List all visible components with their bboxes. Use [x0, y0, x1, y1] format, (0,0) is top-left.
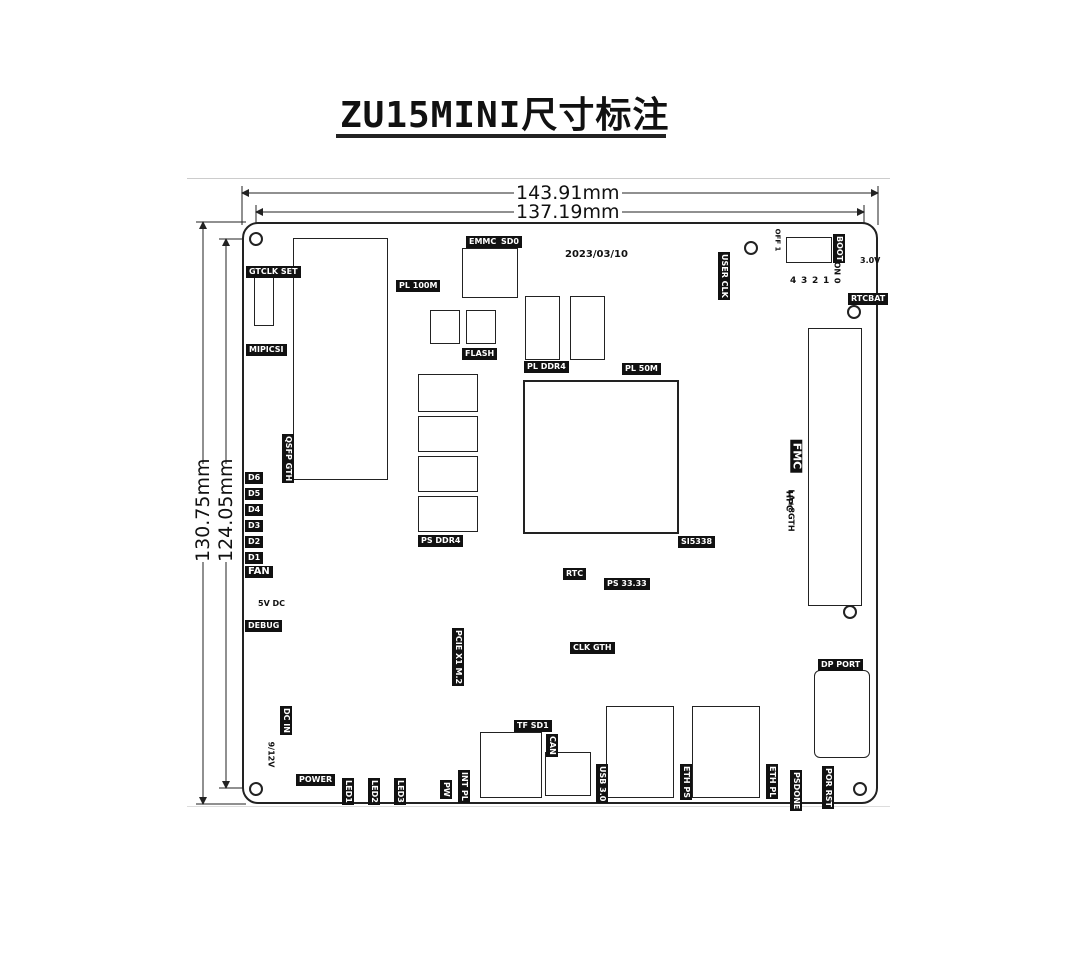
- user-clk-label: USER CLK: [718, 252, 730, 300]
- off1-label: OFF 1: [773, 228, 782, 252]
- rtc-label: RTC: [563, 568, 587, 580]
- power-label: POWER: [296, 774, 336, 786]
- sd0-label: SD0: [498, 236, 522, 248]
- emmc-label: EMMC: [466, 236, 500, 248]
- fmc-label: FMC: [790, 439, 803, 473]
- on0-label: ON 0: [832, 261, 842, 284]
- pl-ddr4-label: PL DDR4: [524, 361, 569, 373]
- ps-ddr4-chip-3: [418, 456, 478, 492]
- emmc-chip: [462, 248, 518, 298]
- usb-connector: [545, 752, 591, 796]
- si5338-label: SI5338: [678, 536, 716, 548]
- mount-hole-bottom-right: [853, 782, 867, 796]
- led-d4-label: D4: [245, 504, 264, 516]
- flash-chip-2: [466, 310, 496, 344]
- eth-ps-label: ETH PS: [680, 764, 692, 801]
- outer-height-dimension: 130.75mm: [192, 458, 214, 562]
- inner-width-dimension: 137.19mm: [514, 201, 622, 223]
- eth-ps-jack: [606, 706, 674, 798]
- ps-ddr4-chip-1: [418, 374, 478, 412]
- inner-height-dimension: 124.05mm: [215, 458, 237, 562]
- dp-port-connector: [814, 670, 870, 758]
- led-d6-label: D6: [245, 472, 264, 484]
- top-separator: [187, 178, 890, 179]
- dp-port-label: DP PORT: [818, 659, 864, 671]
- usb-label: USB 3.0: [596, 764, 608, 804]
- mount-hole-fmc: [843, 605, 857, 619]
- fmc-connector: [808, 328, 862, 606]
- la-8gth-label: LA+8GTH: [786, 489, 796, 532]
- pw-label: PW: [440, 780, 452, 799]
- gtclk-switch: [254, 276, 274, 326]
- mount-hole-left-bottom: [249, 782, 263, 796]
- sw-num-1: 1: [823, 276, 830, 286]
- sw-num-4: 4: [790, 276, 797, 286]
- qsfp-cage: [293, 238, 388, 480]
- boot-label: BOOT: [833, 234, 845, 264]
- led-d3-label: D3: [245, 520, 264, 532]
- mount-hole-top-mid: [744, 241, 758, 255]
- 5v-dc-label: 5V DC: [258, 599, 286, 608]
- led3-label: LED3: [394, 778, 406, 805]
- ps-33-label: PS 33.33: [604, 578, 650, 590]
- clk-gth-label: CLK GTH: [570, 642, 615, 654]
- rtcbat-label: RTCBAT: [848, 293, 889, 305]
- title-underline: [336, 134, 666, 138]
- led-d1-label: D1: [245, 552, 264, 564]
- eth-pl-jack: [692, 706, 760, 798]
- debug-label: DEBUG: [245, 620, 283, 632]
- sw-num-3: 3: [801, 276, 808, 286]
- led2-label: LED2: [368, 778, 380, 805]
- por-rst-label: POR RST: [822, 766, 834, 809]
- fan-label: FAN: [245, 566, 273, 578]
- flash-chip-1: [430, 310, 460, 344]
- led1-label: LED1: [342, 778, 354, 805]
- eth-pl-label: ETH PL: [766, 764, 778, 800]
- psdone-label: PSDONE: [790, 770, 802, 812]
- bottom-separator: [187, 806, 890, 807]
- pl-50m-label: PL 50M: [622, 363, 661, 375]
- pcie-m2-label: PCIE X1 M.2: [452, 628, 464, 687]
- diagram-title: ZU15MINI尺寸标注: [340, 95, 670, 136]
- pl-ddr4-chip-1: [525, 296, 560, 360]
- ps-ddr4-label: PS DDR4: [418, 535, 464, 547]
- boot-switch: [786, 237, 832, 263]
- gtclk-set-label: GTCLK SET: [246, 266, 301, 278]
- dc-in-label: DC IN: [280, 706, 292, 735]
- mount-hole-right-mid: [847, 305, 861, 319]
- ps-ddr4-chip-4: [418, 496, 478, 532]
- mount-hole-top-left: [249, 232, 263, 246]
- 3v-label: 3.0V: [860, 256, 881, 265]
- voltage-label: 9/12V: [266, 741, 276, 768]
- flash-label: FLASH: [462, 348, 498, 360]
- led-d2-label: D2: [245, 536, 264, 548]
- tf-card-slot: [480, 732, 542, 798]
- tf-sd1-label: TF SD1: [514, 720, 552, 732]
- mipi-csi-label: MIPICSI: [246, 344, 287, 356]
- outer-width-dimension: 143.91mm: [514, 182, 622, 204]
- qsfp-gth-label: QSFP GTH: [282, 434, 294, 484]
- fpga-chip: [523, 380, 679, 534]
- pl-100m-label: PL 100M: [396, 280, 441, 292]
- sw-num-2: 2: [812, 276, 819, 286]
- int-pl-label: INT PL: [458, 770, 470, 803]
- led-d5-label: D5: [245, 488, 264, 500]
- pl-ddr4-chip-2: [570, 296, 605, 360]
- ps-ddr4-chip-2: [418, 416, 478, 452]
- can-label: CAN: [546, 734, 558, 757]
- board-date: 2023/03/10: [565, 249, 628, 260]
